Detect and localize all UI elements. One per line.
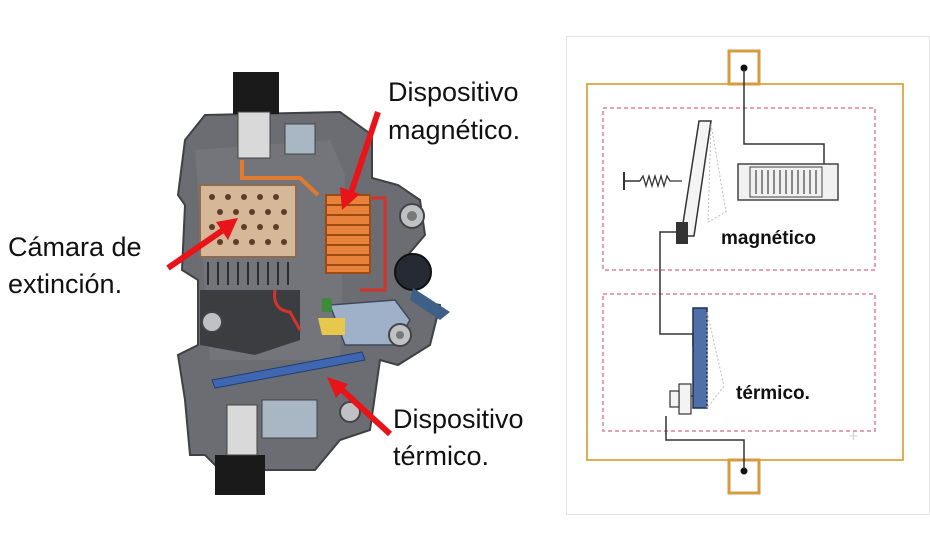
bimetal-strip [692, 307, 708, 409]
faint-mark: + [848, 429, 859, 444]
label-extinction-chamber-line2: extinción. [8, 269, 123, 299]
bimetal-strip [211, 351, 366, 389]
breaker-cutaway-drawing [166, 72, 450, 495]
coil-windings [755, 170, 817, 194]
top-terminal-block [233, 72, 279, 114]
arc-extinction-chamber [199, 184, 297, 258]
thermal-dashed-box [602, 293, 876, 432]
bottom-terminal [727, 458, 761, 495]
label-magnetic-device-line2: magnético. [388, 115, 521, 145]
magnetic-dashed-box [602, 107, 876, 271]
spring [639, 173, 682, 189]
label-extinction-chamber-line1: Cámara de [8, 232, 142, 262]
schematic-label-thermal: térmico. [736, 383, 810, 404]
label-thermal-device-line2: térmico. [393, 441, 490, 471]
schematic-label-magnetic: magnético [721, 228, 817, 249]
label-thermal-device-line1: Dispositivo [393, 404, 524, 434]
arrow-to-thermal [327, 377, 393, 437]
coil-frame [737, 163, 839, 201]
arrow-to-chamber [166, 218, 238, 271]
breaker-schematic: + magnético térmico. [566, 36, 930, 515]
copper-conductor [240, 160, 320, 197]
breaker-cutaway-illustration: Dispositivo magnético. Cámara de extinci… [8, 72, 524, 495]
breaker-schematic-drawing: + [566, 36, 930, 515]
bottom-terminal-block [215, 455, 265, 495]
arrow-to-magnetic [340, 111, 381, 210]
armature-lever [680, 120, 712, 237]
label-magnetic-device-line1: Dispositivo [388, 77, 519, 107]
